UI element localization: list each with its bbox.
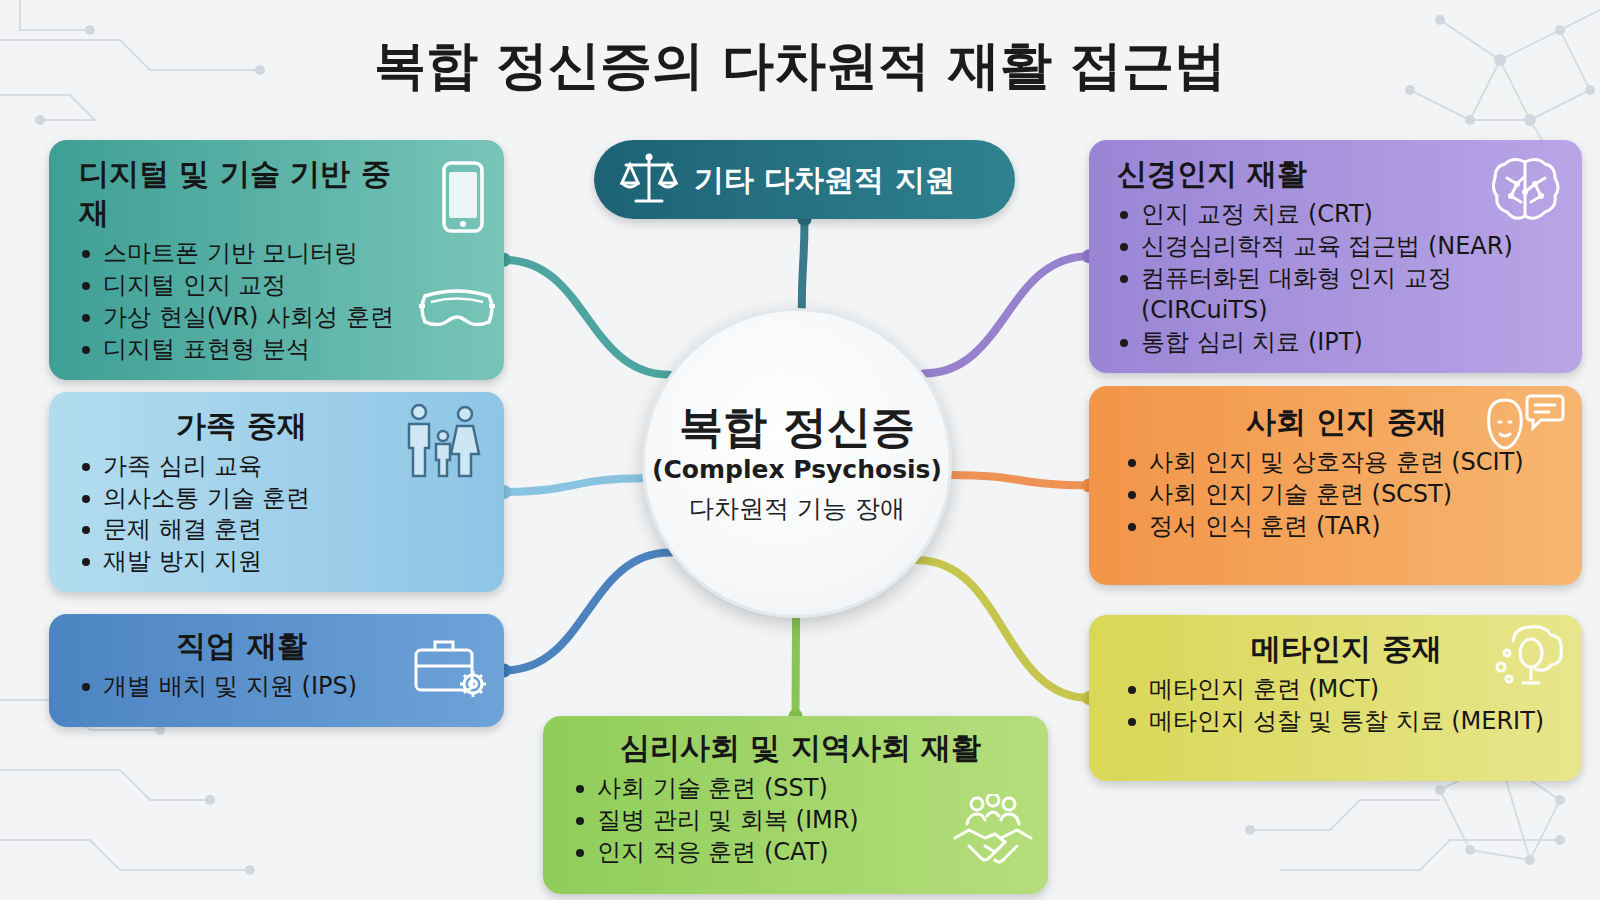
center-text: 복합 정신증 — [679, 399, 914, 454]
bullet-item: 가상 현실(VR) 사회성 훈련 — [79, 302, 409, 334]
category-box: 직업 재활개별 배치 및 지원 (IPS) — [49, 614, 504, 727]
pill-label: 기타 다차원적 지원 — [694, 162, 955, 198]
bullet-item: 디지털 표현형 분석 — [79, 334, 409, 366]
bullet-item: 메타인지 성찰 및 통찰 치료 (MERIT) — [1125, 706, 1568, 738]
bullet-item: 재발 방지 지원 — [79, 546, 404, 578]
box-heading: 사회 인지 중재 — [1125, 402, 1568, 441]
vr-goggles-icon — [417, 286, 497, 332]
bullet-item: 메타인지 훈련 (MCT) — [1125, 674, 1568, 706]
center-text: (Complex Psychosis) — [652, 454, 942, 487]
center-circle: 복합 정신증(Complex Psychosis)다차원적 기능 장애 — [642, 308, 952, 618]
scales-icon — [618, 151, 680, 207]
bullet-item: 인지 적응 훈련 (CAT) — [573, 837, 1028, 869]
bullet-item: 신경심리학적 교육 접근법 (NEAR) — [1117, 231, 1572, 263]
bullet-item: 개별 배치 및 지원 (IPS) — [79, 671, 404, 703]
box-heading: 신경인지 재활 — [1117, 154, 1572, 193]
bullet-item: 디지털 인지 교정 — [79, 270, 409, 302]
box-heading: 가족 중재 — [79, 406, 404, 445]
center-text: 다차원적 기능 장애 — [689, 490, 905, 528]
box-heading: 심리사회 및 지역사회 재활 — [573, 728, 1028, 767]
connector — [504, 553, 671, 671]
family-icon — [401, 402, 485, 478]
bullet-item: 통합 심리 치료 (IPT) — [1117, 327, 1572, 359]
box-heading: 디지털 및 기술 기반 중재 — [79, 154, 409, 232]
connector — [918, 560, 1089, 698]
bullet-item: 가족 심리 교육 — [79, 451, 404, 483]
bullet-item: 사회 인지 기술 훈련 (SCST) — [1125, 479, 1568, 511]
box-heading: 메타인지 중재 — [1125, 629, 1568, 668]
face-speech-icon — [1481, 392, 1565, 456]
category-box: 메타인지 중재메타인지 훈련 (MCT)메타인지 성찰 및 통찰 치료 (MER… — [1089, 615, 1582, 781]
support-pill: 기타 다차원적 지원 — [594, 140, 1015, 219]
bullet-item: 사회 인지 및 상호작용 훈련 (SCIT) — [1125, 447, 1568, 479]
metacognition-icon — [1493, 623, 1565, 689]
category-box: 디지털 및 기술 기반 중재스마트폰 기반 모니터링디지털 인지 교정가상 현실… — [49, 140, 504, 380]
handshake-icon — [951, 794, 1035, 874]
box-heading: 직업 재활 — [79, 626, 404, 665]
bullet-item: 질병 관리 및 회복 (IMR) — [573, 805, 1028, 837]
brain-icon — [1489, 154, 1563, 226]
connector — [924, 256, 1089, 373]
bullet-item: 의사소통 기술 훈련 — [79, 483, 404, 515]
bullet-item: 문제 해결 훈련 — [79, 514, 404, 546]
connector — [952, 475, 1089, 486]
connector — [504, 478, 643, 492]
connector — [792, 618, 801, 716]
category-box: 가족 중재가족 심리 교육의사소통 기술 훈련문제 해결 훈련재발 방지 지원 — [49, 392, 504, 593]
category-box: 심리사회 및 지역사회 재활사회 기술 훈련 (SST)질병 관리 및 회복 (… — [543, 716, 1048, 894]
category-box: 신경인지 재활인지 교정 치료 (CRT)신경심리학적 교육 접근법 (NEAR… — [1089, 140, 1582, 373]
bullet-item: 스마트폰 기반 모니터링 — [79, 238, 409, 270]
phone-icon — [441, 160, 485, 234]
connector — [802, 219, 805, 308]
briefcase-icon — [413, 636, 489, 700]
category-box: 사회 인지 중재사회 인지 및 상호작용 훈련 (SCIT)사회 인지 기술 훈… — [1089, 386, 1582, 585]
bullet-item: 인지 교정 치료 (CRT) — [1117, 199, 1572, 231]
bullet-item: 컴퓨터화된 대화형 인지 교정 (CIRCuiTS) — [1117, 263, 1572, 327]
bullet-item: 사회 기술 훈련 (SST) — [573, 773, 1028, 805]
connector — [504, 260, 670, 375]
bullet-item: 정서 인식 훈련 (TAR) — [1125, 511, 1568, 543]
diagram-title: 복합 정신증의 다차원적 재활 접근법 — [0, 34, 1600, 96]
